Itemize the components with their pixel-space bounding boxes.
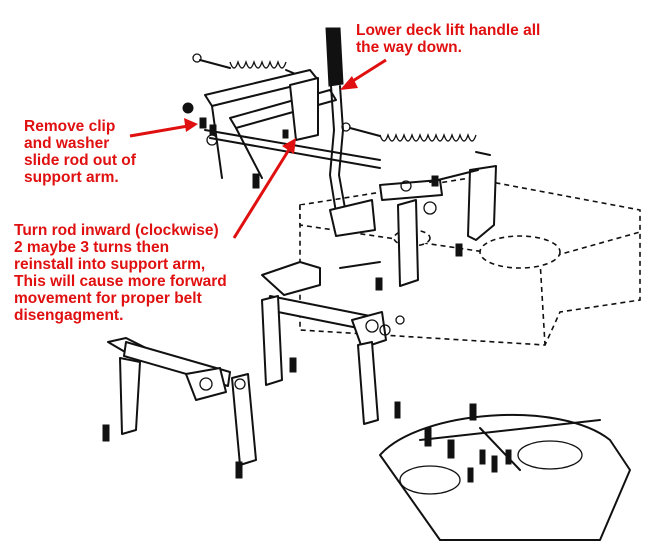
middle-hanger-bars (261, 261, 405, 425)
arrow-to-clip (129, 118, 198, 138)
upper-linkage (182, 69, 381, 189)
turn-rod-annotation: Turn rod inward (clockwise) 2 maybe 3 tu… (14, 222, 227, 324)
lift-handle (325, 27, 376, 237)
left-hanger-bars (102, 337, 257, 479)
arrow-to-lift-handle (340, 58, 387, 90)
right-bracket-assembly (339, 165, 497, 291)
remove-clip-annotation: Remove clip and washer slide rod out of … (24, 118, 136, 186)
return-spring (341, 122, 491, 156)
lift-handle-annotation: Lower deck lift handle all the way down. (356, 22, 541, 56)
arrow-to-rod (232, 138, 296, 239)
mower-deck (379, 403, 631, 541)
